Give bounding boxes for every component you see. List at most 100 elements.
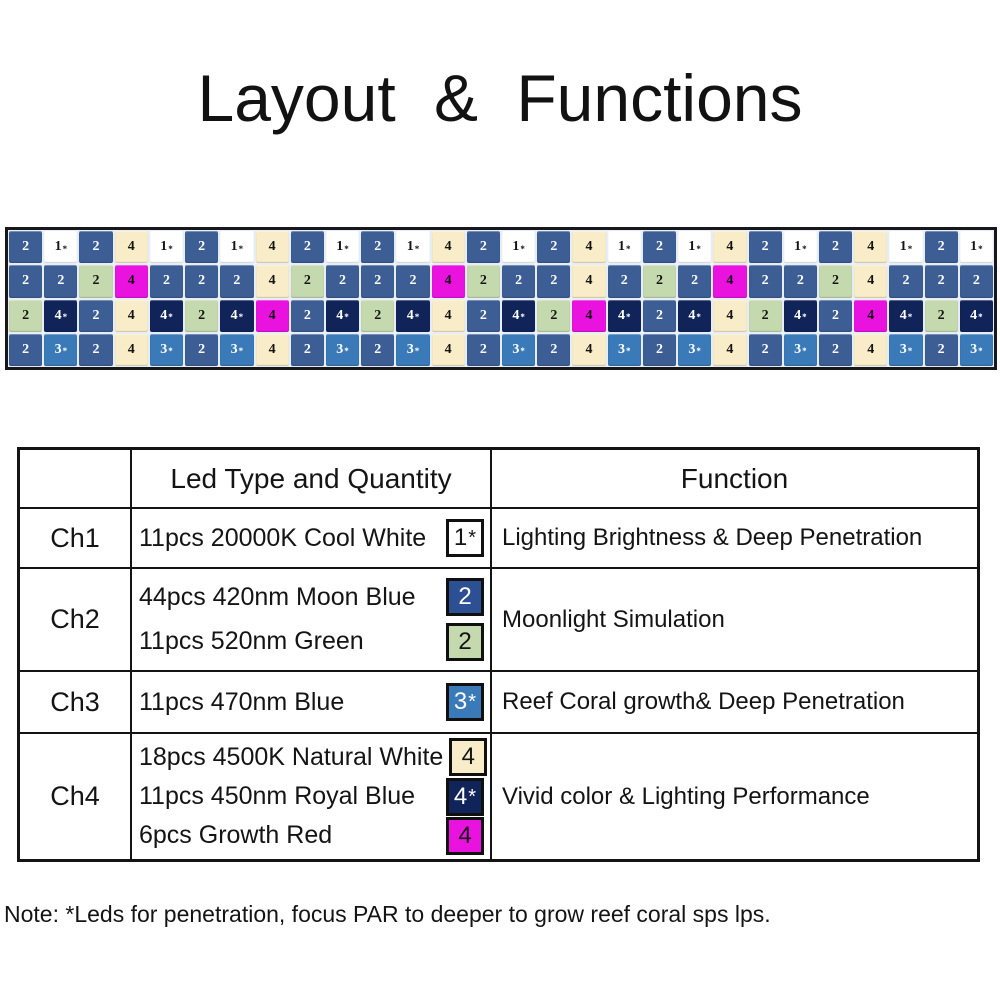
led-type-label: 44pcs 420nm Moon Blue (139, 582, 416, 611)
led-type-label: 18pcs 4500K Natural White (139, 742, 444, 771)
led-cell-r4-c12: 3* (395, 332, 431, 367)
led-cell-r1-c3: 2 (78, 230, 114, 265)
ch2-label: Ch2 (20, 567, 130, 670)
led-cell-r3-c5: 4* (148, 298, 185, 333)
led-cell-r2-c23: 2 (782, 264, 818, 299)
led-cell-r2-c20: 2 (677, 264, 713, 299)
led-cell-r1-c17: 4 (571, 230, 607, 265)
led-cell-r3-c24: 2 (817, 298, 854, 333)
led-swatch-2-green: 2 (446, 622, 484, 661)
led-cell-r2-c11: 2 (360, 264, 396, 299)
led-type-row: 11pcs 470nm Blue 3* (139, 683, 484, 721)
led-cell-r1-c14: 2 (465, 230, 501, 265)
led-cell-r4-c26: 3* (888, 332, 924, 367)
led-cell-r1-c11: 2 (360, 230, 396, 265)
led-cell-r4-c6: 2 (184, 332, 220, 367)
ch3-types: 11pcs 470nm Blue 3* (130, 670, 490, 732)
led-cell-r4-c20: 3* (677, 332, 713, 367)
ch3-label: Ch3 (20, 670, 130, 732)
led-cell-r2-c9: 2 (289, 264, 325, 299)
led-cell-r3-c6: 2 (184, 298, 220, 333)
ch2-types: 44pcs 420nm Moon Blue 2 11pcs 520nm Gree… (130, 567, 490, 670)
led-cell-r3-c8: 4 (254, 298, 290, 333)
led-cell-r1-c25: 4 (853, 230, 889, 265)
led-cell-r3-c23: 4* (782, 298, 818, 333)
led-cell-r4-c18: 3* (606, 332, 642, 367)
led-type-row: 6pcs Growth Red 4 (139, 816, 484, 855)
led-cell-r4-c11: 2 (360, 332, 396, 367)
led-cell-r3-c2: 4* (43, 298, 79, 333)
page-title: Layout & Functions (197, 61, 803, 135)
led-cell-r2-c1: 2 (8, 264, 44, 299)
led-cell-r4-c17: 4 (571, 332, 607, 367)
led-cell-r4-c28: 3* (958, 332, 994, 367)
led-cell-r1-c10: 1* (324, 230, 361, 265)
ch4-label: Ch4 (20, 732, 130, 859)
ch1-label: Ch1 (20, 507, 130, 567)
led-cell-r4-c21: 4 (712, 332, 748, 367)
led-cell-r1-c19: 2 (641, 230, 678, 265)
led-swatch-4-magenta: 4 (446, 816, 484, 855)
led-cell-r1-c24: 2 (817, 230, 854, 265)
led-swatch-2-blue: 2 (446, 578, 484, 617)
led-cell-r3-c16: 2 (536, 298, 572, 333)
led-cell-r3-c1: 2 (8, 298, 44, 333)
led-cell-r2-c7: 2 (219, 264, 255, 299)
led-cell-r3-c17: 4 (571, 298, 607, 333)
led-cell-r2-c24: 2 (817, 264, 854, 299)
led-cell-r2-c12: 2 (395, 264, 431, 299)
led-type-row: 11pcs 20000K Cool White 1* (139, 519, 484, 557)
led-cell-r4-c7: 3* (219, 332, 255, 367)
led-cell-r3-c22: 2 (747, 298, 783, 333)
ch2-function: Moonlight Simulation (490, 567, 977, 670)
function-table: Led Type and Quantity Function Ch1 11pcs… (17, 447, 980, 862)
led-cell-r3-c10: 4* (324, 298, 361, 333)
led-cell-r2-c14: 2 (465, 264, 501, 299)
header-channel (20, 450, 130, 507)
led-swatch-4-cream: 4 (449, 738, 488, 777)
ch4-types: 18pcs 4500K Natural White 4 11pcs 450nm … (130, 732, 490, 859)
led-type-label: 11pcs 20000K Cool White (139, 523, 427, 552)
led-cell-r2-c26: 2 (888, 264, 924, 299)
led-cell-r4-c23: 3* (782, 332, 818, 367)
led-cell-r1-c9: 2 (289, 230, 325, 265)
led-cell-r1-c23: 1* (782, 230, 818, 265)
led-cell-r1-c13: 4 (430, 230, 466, 265)
led-cell-r4-c22: 2 (747, 332, 783, 367)
led-cell-r3-c3: 2 (78, 298, 114, 333)
led-cell-r4-c1: 2 (8, 332, 44, 367)
led-cell-r4-c8: 4 (254, 332, 290, 367)
led-cell-r2-c13: 4 (430, 264, 466, 299)
led-cell-r4-c15: 3* (501, 332, 537, 367)
led-cell-r1-c1: 2 (8, 230, 44, 265)
led-cell-r3-c26: 4* (888, 298, 924, 333)
led-cell-r3-c13: 4 (430, 298, 466, 333)
led-cell-r2-c25: 4 (853, 264, 889, 299)
led-cell-r2-c5: 2 (148, 264, 185, 299)
led-cell-r2-c10: 2 (324, 264, 361, 299)
led-cell-r4-c16: 2 (536, 332, 572, 367)
led-cell-r2-c21: 4 (712, 264, 748, 299)
led-cell-r2-c4: 4 (113, 264, 149, 299)
led-cell-r2-c19: 2 (641, 264, 678, 299)
led-cell-r2-c18: 2 (606, 264, 642, 299)
led-cell-r2-c28: 2 (958, 264, 994, 299)
led-cell-r3-c7: 4* (219, 298, 255, 333)
led-cell-r4-c3: 2 (78, 332, 114, 367)
led-cell-r3-c15: 4* (501, 298, 537, 333)
led-cell-r4-c24: 2 (817, 332, 854, 367)
led-cell-r2-c27: 2 (923, 264, 959, 299)
header-led-type: Led Type and Quantity (130, 450, 490, 507)
led-cell-r4-c10: 3* (324, 332, 361, 367)
led-cell-r4-c14: 2 (465, 332, 501, 367)
led-type-label: 6pcs Growth Red (139, 821, 333, 850)
led-cell-r3-c19: 2 (641, 298, 678, 333)
led-cell-r2-c17: 4 (571, 264, 607, 299)
led-cell-r1-c4: 4 (113, 230, 149, 265)
led-cell-r4-c5: 3* (148, 332, 185, 367)
led-cell-r1-c26: 1* (888, 230, 924, 265)
led-cell-r2-c8: 4 (254, 264, 290, 299)
led-cell-r4-c25: 4 (853, 332, 889, 367)
